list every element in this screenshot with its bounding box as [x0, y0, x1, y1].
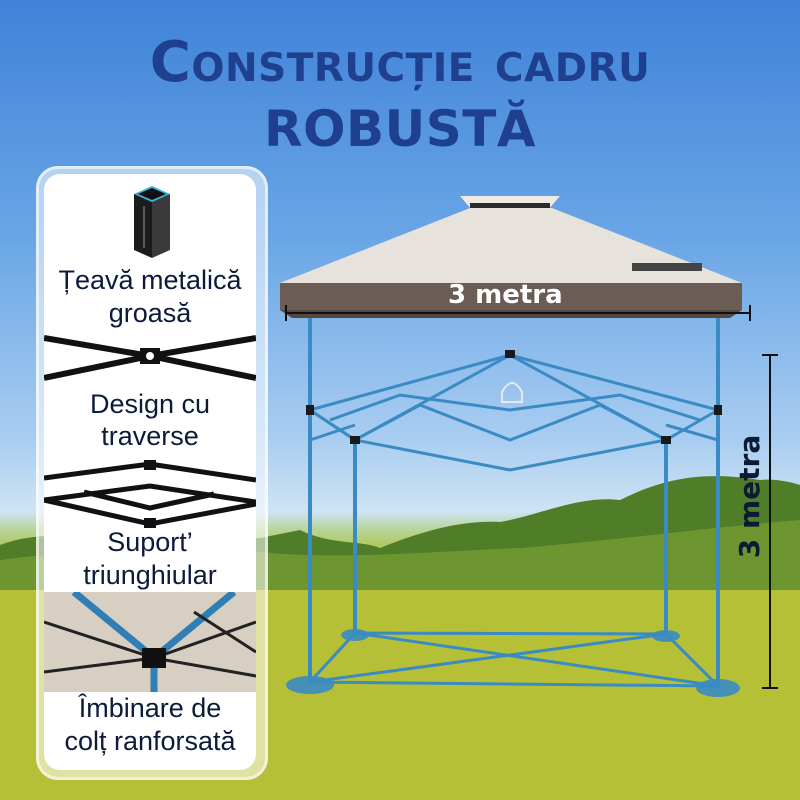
triangular-support-icon — [44, 460, 256, 528]
headline-line-2: ROBUSTĂ — [263, 100, 537, 158]
height-dimension-line — [762, 354, 778, 689]
feature-3-label-line-1: Suport’ — [107, 527, 193, 557]
headline-line-1: Construcție cadru — [149, 30, 651, 95]
feature-4-label-line-2: colț ranforsată — [64, 726, 236, 756]
feature-1-label-line-1: Țeavă metalică — [58, 265, 242, 295]
canopy — [280, 196, 742, 318]
feature-2-label-line-1: Design cu — [89, 389, 211, 419]
corner-joint-icon — [44, 592, 256, 692]
width-dimension-label: 3 metra — [448, 280, 563, 310]
truss-frame — [309, 353, 719, 472]
frame-legs — [308, 315, 720, 686]
feature-1-label-line-2: groasă — [108, 298, 192, 328]
feature-2-label-line-2: traverse — [101, 421, 199, 451]
features-list: Țeavă metalică groasă Design cu traverse… — [44, 174, 256, 770]
height-dimension-label: 3 metra — [733, 434, 767, 559]
square-tube-icon — [134, 186, 170, 258]
feature-4-label-line-1: Îmbinare de — [78, 693, 222, 723]
width-dimension-line — [285, 305, 751, 321]
crossbar-joint-icon — [44, 335, 256, 381]
feature-3-label-line-2: triunghiular — [83, 560, 217, 590]
